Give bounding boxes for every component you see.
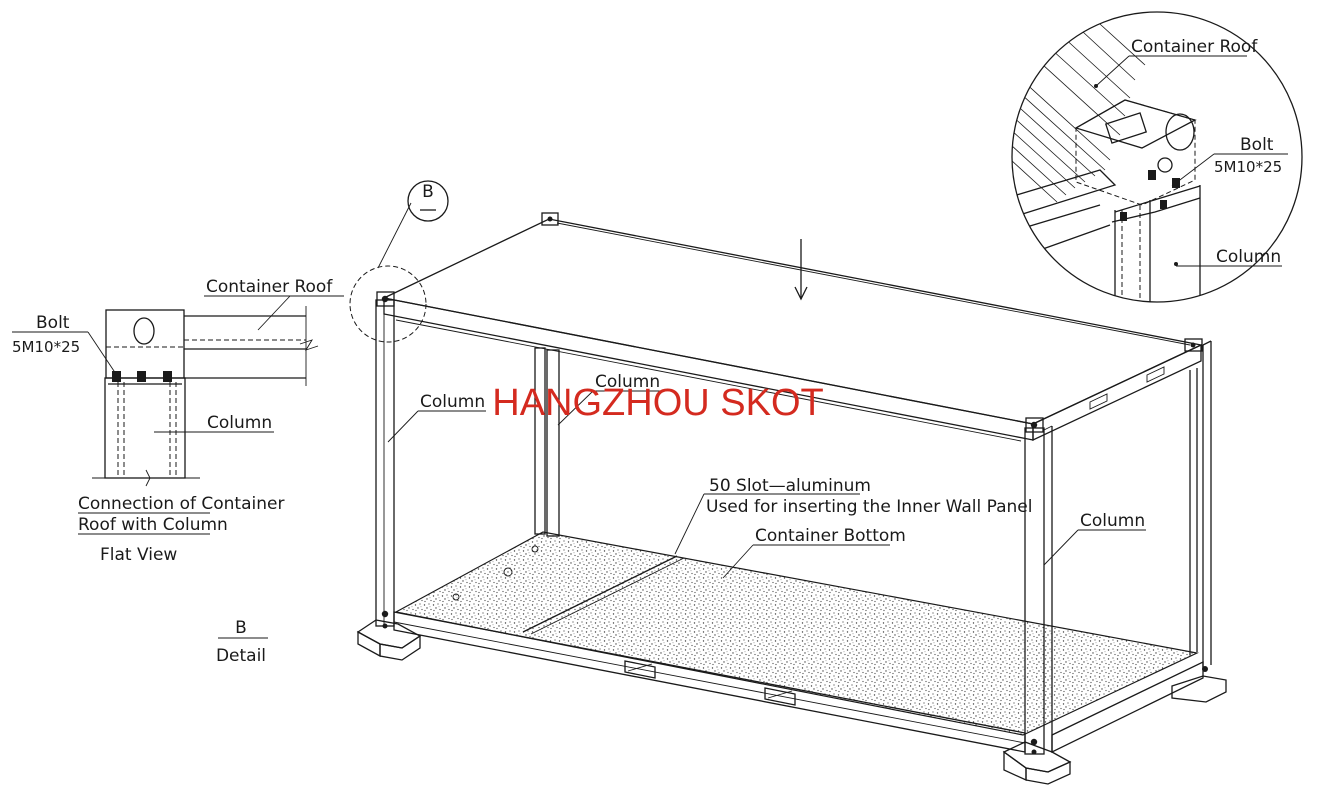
detail-marker-b: B bbox=[349, 180, 449, 343]
watermark-text: HANGZHOU SKOT bbox=[492, 382, 823, 424]
zoom-column-label: Column bbox=[1216, 247, 1281, 267]
flat-caption-line2: Roof with Column bbox=[78, 515, 228, 535]
zoom-detail: Container Roof Bolt 5M10*25 Column bbox=[1011, 11, 1303, 303]
column-left-label: Column bbox=[420, 392, 485, 412]
zoom-bolt-label: Bolt bbox=[1240, 135, 1274, 155]
slot-aluminum-label: 50 Slot—aluminum bbox=[709, 476, 871, 496]
container-bottom-label: Container Bottom bbox=[755, 526, 906, 546]
section-label: B Detail bbox=[216, 618, 268, 666]
column-right-label: Column bbox=[1080, 511, 1145, 531]
install-direction-arrow bbox=[794, 239, 808, 301]
main-labels: Column Column Column 50 Slot—aluminum Us… bbox=[387, 372, 1146, 579]
zoom-bolt-spec: 5M10*25 bbox=[1214, 158, 1282, 176]
flat-roof-label: Container Roof bbox=[206, 277, 333, 297]
slot-aluminum-note: Used for inserting the Inner Wall Panel bbox=[706, 497, 1032, 517]
flat-view-detail: Container Roof Bolt 5M10*25 Column Conne… bbox=[12, 277, 344, 565]
section-caption: Detail bbox=[216, 646, 266, 666]
flat-bolt-label: Bolt bbox=[36, 313, 70, 333]
container-frame bbox=[356, 212, 1227, 785]
corner-fittings bbox=[376, 212, 1208, 755]
flat-column-label: Column bbox=[207, 413, 272, 433]
container-floor-panel bbox=[394, 531, 1199, 736]
flat-bolt-spec: 5M10*25 bbox=[12, 338, 80, 356]
section-letter: B bbox=[235, 618, 247, 638]
column-back-label: Column bbox=[595, 372, 660, 392]
zoom-roof-label: Container Roof bbox=[1131, 37, 1258, 57]
flat-caption-line3: Flat View bbox=[100, 545, 177, 565]
detail-marker-letter: B bbox=[422, 182, 434, 202]
flat-caption-line1: Connection of Container bbox=[78, 494, 284, 514]
